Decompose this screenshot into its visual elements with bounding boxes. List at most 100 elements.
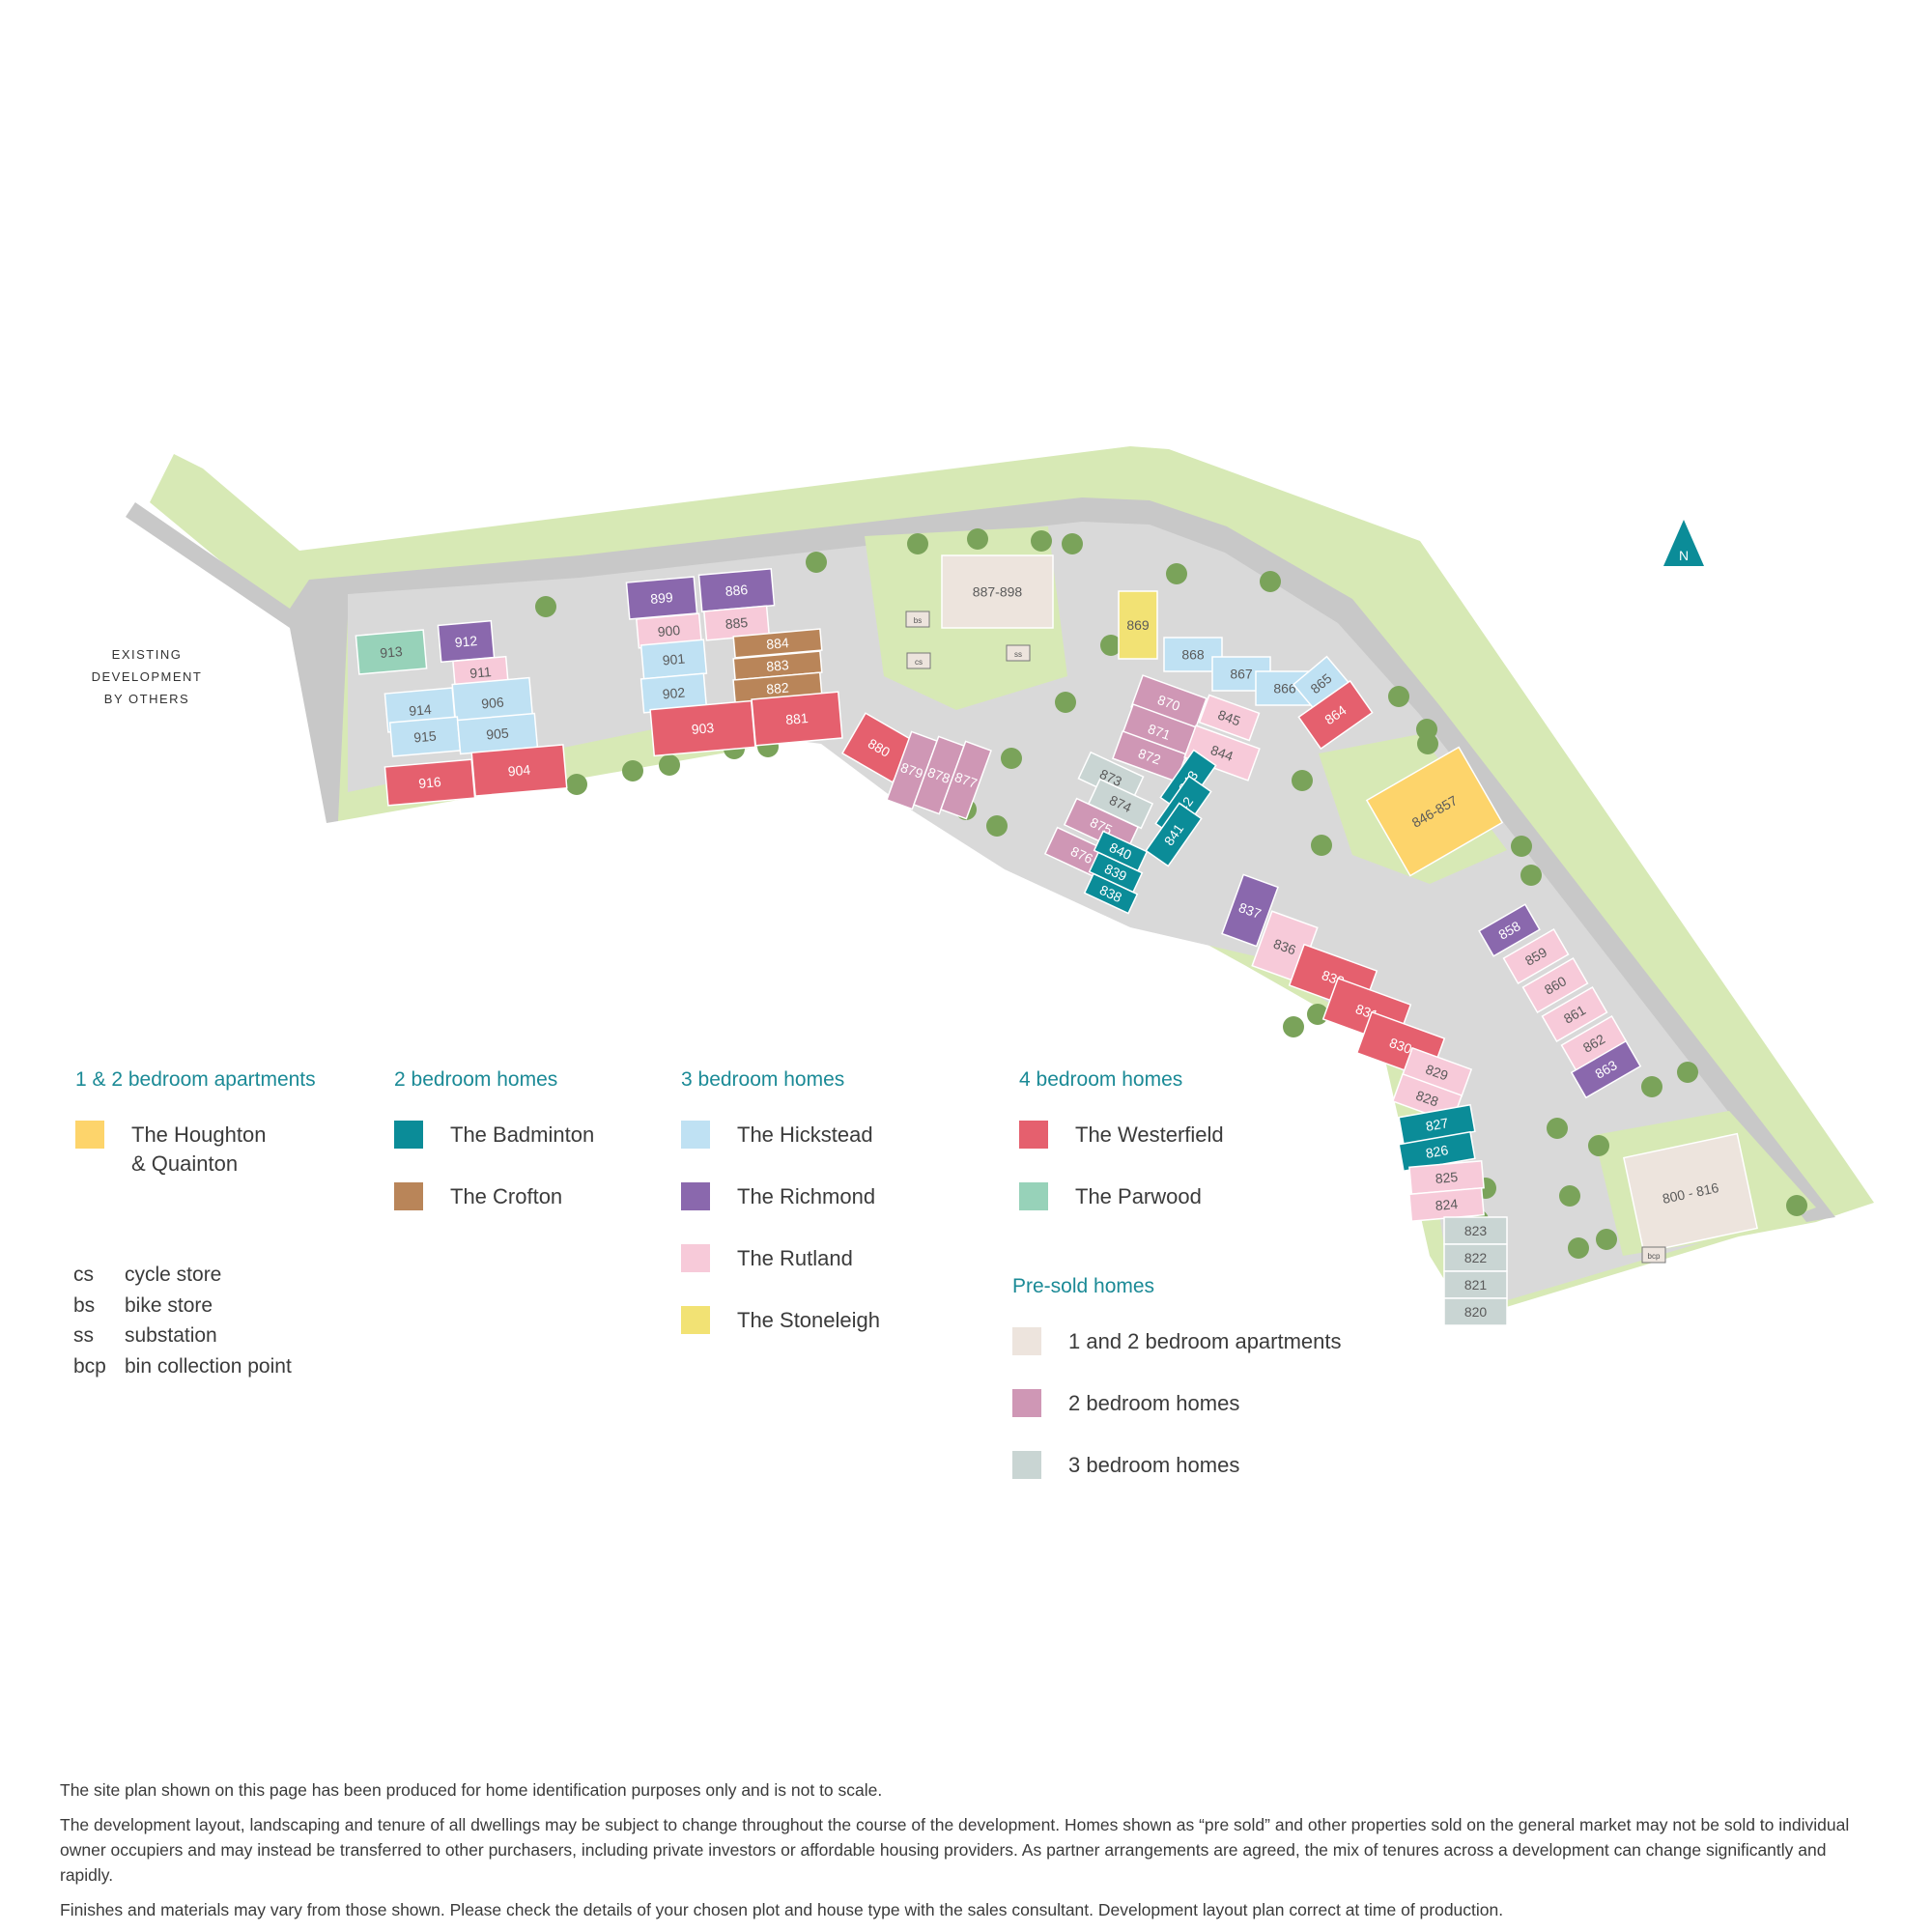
plot-number: 905: [486, 724, 510, 742]
plot-826[interactable]: 826: [1398, 1130, 1476, 1173]
plot-886[interactable]: 886: [697, 567, 776, 613]
plot-885[interactable]: 885: [703, 605, 770, 641]
plot-859[interactable]: 859: [1502, 927, 1570, 985]
plot-number: 901: [662, 650, 686, 668]
legend-heading-three-bed: 3 bedroom homes: [681, 1068, 845, 1091]
tree-icon: [907, 533, 928, 554]
plot-904[interactable]: 904: [470, 744, 568, 797]
plot-number: 877: [952, 769, 980, 791]
plot-821[interactable]: 821: [1443, 1270, 1508, 1299]
plot-881[interactable]: 881: [751, 691, 843, 747]
note-3: Finishes and materials may vary from tho…: [60, 1900, 1504, 1919]
plot-shape: [751, 691, 843, 747]
plot-822[interactable]: 822: [1443, 1243, 1508, 1272]
legend-four-bed: 4 bedroom homes The Westerfield The Parw…: [1019, 1068, 1224, 1244]
plot-901[interactable]: 901: [639, 639, 708, 680]
plot-number: 825: [1435, 1169, 1459, 1186]
plot-825[interactable]: 825: [1408, 1159, 1485, 1196]
note-1: The site plan shown on this page has bee…: [60, 1780, 883, 1800]
store-label: ss: [1014, 650, 1022, 659]
tree-icon: [1520, 865, 1542, 886]
existing-line-2: DEVELOPMENT: [92, 669, 203, 684]
plot-823[interactable]: 823: [1443, 1216, 1508, 1245]
plot-number: 900: [657, 622, 681, 639]
plot-880[interactable]: 880: [840, 712, 918, 783]
plot-number: 886: [724, 582, 749, 599]
plot-number: 904: [507, 761, 531, 779]
plot-860[interactable]: 860: [1521, 956, 1589, 1014]
plot-841[interactable]: 841: [1145, 802, 1203, 867]
store-shape: [905, 611, 930, 628]
tree-icon: [1596, 1229, 1617, 1250]
plot-845[interactable]: 845: [1198, 694, 1261, 742]
plot-915[interactable]: 915: [388, 716, 462, 757]
abbr-value: bike store: [125, 1293, 213, 1317]
north-arrow-icon: N: [1663, 520, 1704, 566]
plot-916[interactable]: 916: [384, 758, 476, 807]
plot-846-857[interactable]: 846-857: [1365, 746, 1504, 877]
plot-861[interactable]: 861: [1541, 985, 1608, 1043]
plot-number: 885: [724, 614, 749, 632]
plot-number: 828: [1414, 1087, 1441, 1109]
plot-824[interactable]: 824: [1408, 1186, 1485, 1223]
plot-877[interactable]: 877: [940, 740, 992, 820]
plot-number: 903: [691, 720, 715, 737]
existing-line-1: EXISTING: [112, 647, 183, 662]
existing-development-label: EXISTING DEVELOPMENT BY OTHERS: [92, 647, 203, 706]
plot-883[interactable]: 883: [732, 650, 823, 681]
plot-905[interactable]: 905: [456, 712, 539, 755]
plot-872[interactable]: 872: [1112, 729, 1187, 783]
plot-912[interactable]: 912: [437, 619, 496, 664]
legend-item-rutland: The Rutland: [681, 1244, 880, 1273]
plot-874[interactable]: 874: [1087, 778, 1154, 830]
tree-icon: [1588, 1135, 1609, 1156]
swatch-westerfield: [1019, 1121, 1048, 1149]
plot-800-816[interactable]: 800 - 816: [1623, 1132, 1758, 1254]
plot-902[interactable]: 902: [639, 672, 708, 714]
plot-887-898[interactable]: 887-898: [941, 554, 1054, 629]
plot-number: 827: [1425, 1115, 1450, 1134]
legend-item-richmond: The Richmond: [681, 1182, 880, 1211]
legend-apartments: 1 & 2 bedroom apartments The Houghton & …: [75, 1068, 316, 1211]
plot-shape: [940, 740, 992, 820]
plot-839[interactable]: 839: [1088, 851, 1144, 894]
plot-903[interactable]: 903: [649, 699, 756, 757]
plot-820[interactable]: 820: [1443, 1297, 1508, 1326]
plot-864[interactable]: 864: [1297, 679, 1374, 751]
tree-icon: [967, 528, 988, 550]
plot-913[interactable]: 913: [355, 629, 428, 675]
plot-865[interactable]: 865: [1292, 655, 1350, 712]
plot-899[interactable]: 899: [625, 576, 698, 620]
tree-icon: [1055, 692, 1076, 713]
plot-shape: [470, 744, 568, 797]
legend-item-crofton: The Crofton: [394, 1182, 594, 1211]
tree-icon: [1388, 686, 1409, 707]
legend-label-westerfield: The Westerfield: [1075, 1122, 1224, 1147]
store-shape: [1641, 1246, 1666, 1264]
plot-837[interactable]: 837: [1221, 873, 1279, 948]
plot-884[interactable]: 884: [732, 628, 823, 659]
plot-838[interactable]: 838: [1083, 872, 1139, 915]
tree-icon: [1031, 530, 1052, 552]
legend-presold: Pre-sold homes 1 and 2 bedroom apartment…: [1012, 1275, 1342, 1513]
swatch-parwood: [1019, 1182, 1048, 1210]
tree-icon: [535, 596, 556, 617]
swatch-houghton: [75, 1121, 104, 1149]
tree-icon: [1677, 1062, 1698, 1083]
plot-869[interactable]: 869: [1118, 590, 1158, 660]
plot-863[interactable]: 863: [1570, 1039, 1642, 1099]
tree-icon: [806, 552, 827, 573]
plot-shape: [1443, 1297, 1508, 1326]
plot-900[interactable]: 900: [636, 612, 702, 649]
plot-844[interactable]: 844: [1183, 724, 1261, 781]
plot-871[interactable]: 871: [1121, 703, 1198, 760]
legend-item-westerfield: The Westerfield: [1019, 1121, 1224, 1150]
tree-icon: [1283, 1016, 1304, 1037]
plot-858[interactable]: 858: [1478, 903, 1541, 957]
legend-label-houghton: The Houghton & Quainton: [131, 1122, 267, 1176]
plot-862[interactable]: 862: [1560, 1014, 1628, 1072]
plot-number: 883: [766, 657, 790, 674]
